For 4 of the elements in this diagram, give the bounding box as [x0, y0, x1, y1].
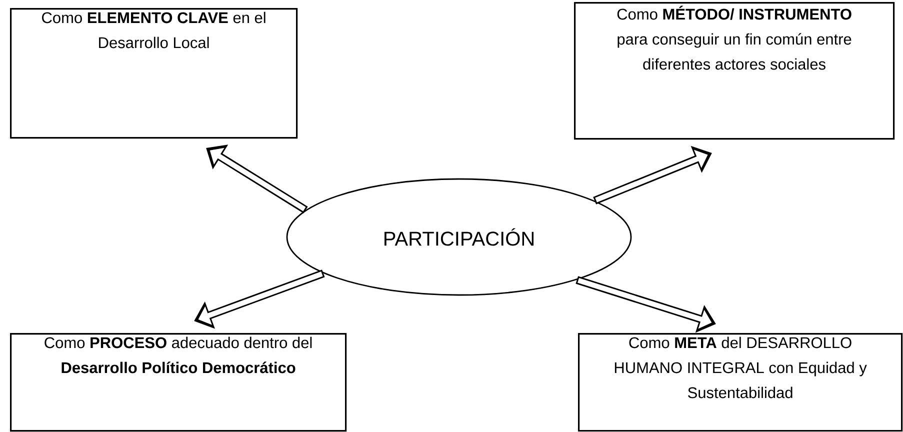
- text-box: Como ELEMENTO CLAVE en el Desarrollo Local: [10, 8, 298, 139]
- text-box: Como META del DESARROLLO HUMANO INTEGRAL con Equidad y Sustentabilidad: [578, 333, 903, 432]
- text-box: Como PROCESO adecuado dentro del Desarrollo Político Democrático: [10, 333, 347, 432]
- text-box: Como MÉTODO/ INSTRUMENTO para conseguir un fin común entre diferentes actores sociales: [574, 2, 895, 140]
